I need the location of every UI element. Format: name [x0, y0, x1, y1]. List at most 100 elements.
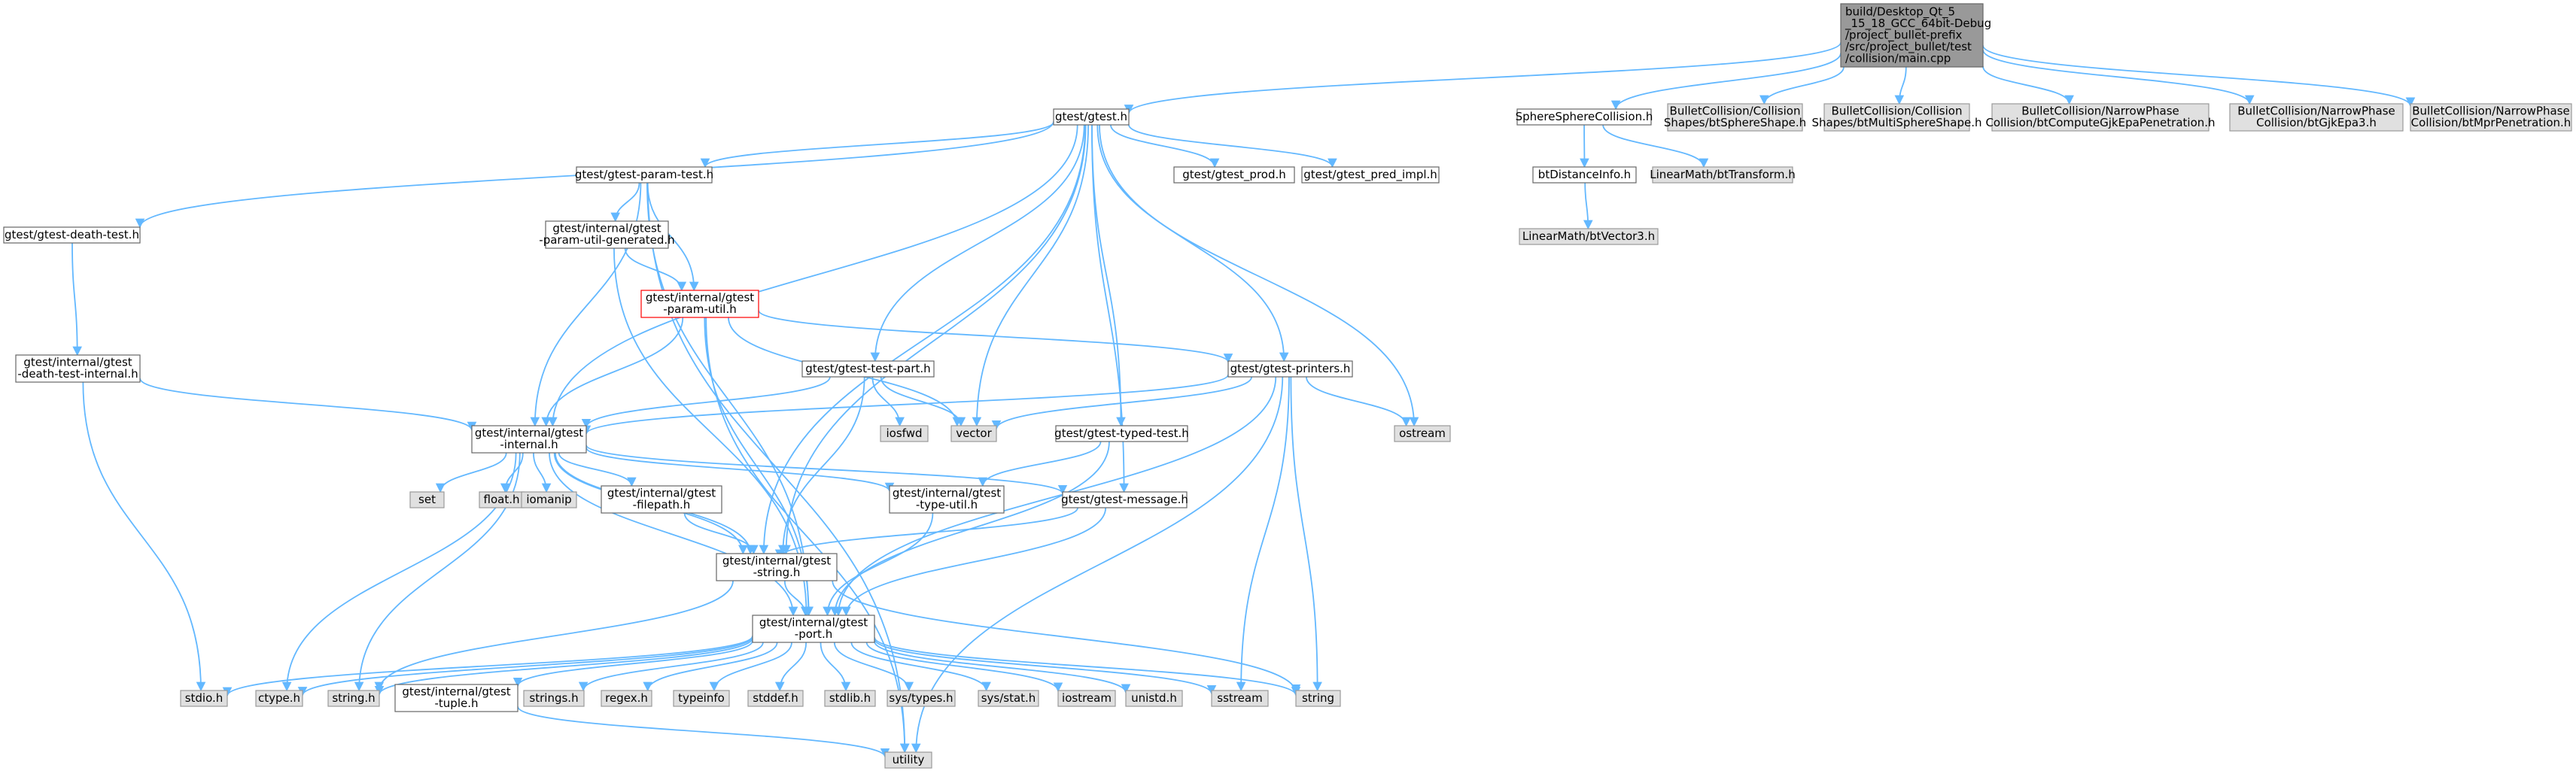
- node-stddef_h: stddef.h: [747, 690, 804, 707]
- edge-param_test-to-utility: [646, 182, 910, 754]
- edge-port-to-ctype_h: [297, 636, 753, 697]
- node-test_part-label-line-0: gtest/gtest-test-part.h: [805, 362, 930, 375]
- node-systypes-label-line-0: sys/types.h: [889, 691, 953, 705]
- edge-param_util-to-internal: [541, 317, 684, 427]
- node-strings_h-box: [523, 690, 585, 707]
- node-typeinfo: typeinfo: [673, 690, 730, 707]
- node-istring[interactable]: gtest/internal/gtest-string.h: [716, 553, 838, 581]
- node-btgjkepapen: BulletCollision/NarrowPhaseCollision/btC…: [1985, 103, 2216, 132]
- node-internal[interactable]: gtest/internal/gtest-internal.h: [471, 425, 587, 454]
- node-btgjkepapen-label-line-0: BulletCollision/NarrowPhase: [2021, 105, 2179, 118]
- node-gtest_h[interactable]: gtest/gtest.h: [1053, 108, 1130, 126]
- node-btmultisphere-box: [1823, 103, 1970, 132]
- node-param_util-label-line-1: -param-util.h: [663, 302, 737, 316]
- edge-gtest_h-to-internal: [548, 124, 1078, 427]
- node-unistd_h-label-line-0: unistd.h: [1131, 691, 1177, 705]
- edge-test_part-to-internal: [581, 376, 831, 429]
- node-ctype_h-box: [255, 690, 303, 707]
- edge-printers-to-string: [1290, 376, 1322, 692]
- node-spheresphere[interactable]: SphereSphereCollision.h: [1516, 108, 1653, 126]
- edge-param_util_gen-to-param_util: [624, 247, 687, 292]
- node-ctype_h-label-line-0: ctype.h: [258, 691, 300, 705]
- node-strings_h: strings.h: [523, 690, 585, 707]
- node-param_util[interactable]: gtest/internal/gtest-param-util.h: [640, 290, 759, 318]
- edge-port-to-stdlib_h: [820, 642, 851, 692]
- node-iomanip: iomanip: [521, 491, 577, 508]
- edge-gtest_h-to-gtest_prod: [1110, 124, 1220, 168]
- node-sstream-label-line-0: sstream: [1217, 691, 1262, 705]
- node-gtest_prod[interactable]: gtest/gtest_prod.h: [1173, 166, 1295, 184]
- node-type_util[interactable]: gtest/internal/gtest-type-util.h: [889, 485, 1005, 514]
- node-death_internal-label-line-0: gtest/internal/gtest: [23, 356, 132, 369]
- node-death_test[interactable]: gtest/gtest-death-test.h: [3, 226, 141, 244]
- node-btgjkepa3-label-line-0: BulletCollision/NarrowPhase: [2237, 105, 2395, 118]
- edge-port-to-stddef_h: [774, 642, 807, 692]
- node-stdio_h-label-line-0: stdio.h: [185, 691, 224, 705]
- edge-spheresphere-to-bttransform: [1602, 124, 1709, 168]
- edge-printers-to-sstream: [1236, 376, 1290, 692]
- node-root-label-line-1: _15_18_GCC_64bit-Debug: [1845, 17, 1991, 31]
- node-string: string: [1295, 690, 1341, 707]
- edge-port-to-tuple: [512, 640, 753, 687]
- node-printers-label-line-0: gtest/gtest-printers.h: [1230, 362, 1351, 375]
- edge-port-to-sstream: [874, 638, 1217, 695]
- node-filepath-label-line-0: gtest/internal/gtest: [607, 487, 716, 500]
- node-btgjkepa3: BulletCollision/NarrowPhaseCollision/btG…: [2229, 103, 2404, 132]
- edge-istring-to-port: [783, 580, 811, 617]
- node-filepath-label-line-1: -filepath.h: [633, 498, 691, 511]
- node-port[interactable]: gtest/internal/gtest-port.h: [752, 615, 875, 643]
- node-btsphereshape-label-line-0: BulletCollision/Collision: [1670, 105, 1801, 118]
- node-stdlib_h-box: [824, 690, 876, 707]
- node-param_test[interactable]: gtest/gtest-param-test.h: [575, 166, 713, 184]
- edge-test_part-to-iosfwd: [871, 376, 905, 427]
- edge-printers-to-vector: [991, 376, 1253, 430]
- node-port-label-line-0: gtest/internal/gtest: [759, 616, 868, 630]
- node-type_util-box: [889, 485, 1005, 514]
- edge-gtest_h-to-typed_test: [1091, 124, 1126, 427]
- node-ostream-box: [1394, 425, 1451, 442]
- node-typed_test[interactable]: gtest/gtest-typed-test.h: [1054, 425, 1189, 442]
- edge-message-to-port: [841, 507, 1107, 617]
- node-death_test-box: [3, 226, 141, 244]
- edge-internal-to-ctype_h: [281, 452, 517, 692]
- node-btsphereshape-label-line-1: Shapes/btSphereShape.h: [1664, 116, 1806, 129]
- node-ostream: ostream: [1394, 425, 1451, 442]
- node-spheresphere-label-line-0: SphereSphereCollision.h: [1516, 110, 1653, 123]
- node-tuple[interactable]: gtest/internal/gtest-tuple.h: [394, 684, 519, 712]
- node-message[interactable]: gtest/gtest-message.h: [1061, 491, 1188, 508]
- node-iostream-label-line-0: iostream: [1062, 691, 1112, 705]
- edge-death_test-to-death_internal: [71, 242, 82, 357]
- node-root-label-line-0: build/Desktop_Qt_5: [1845, 5, 1955, 19]
- node-root-label-line-4: /collision/main.cpp: [1845, 51, 1951, 65]
- node-string_h-box: [327, 690, 380, 707]
- node-death_internal[interactable]: gtest/internal/gtest-death-test-internal…: [15, 354, 141, 383]
- node-sysstat-label-line-0: sys/stat.h: [981, 691, 1036, 705]
- edge-port-to-iostream: [865, 642, 1063, 693]
- node-internal-label-line-0: gtest/internal/gtest: [475, 426, 583, 440]
- node-filepath[interactable]: gtest/internal/gtest-filepath.h: [601, 485, 722, 514]
- node-param_test-label-line-0: gtest/gtest-param-test.h: [575, 168, 713, 181]
- node-btmultisphere-label-line-0: BulletCollision/Collision: [1832, 105, 1963, 118]
- edge-printers-to-port: [833, 376, 1277, 617]
- edge-gtest_h-to-istring: [781, 124, 1087, 555]
- node-utility-label-line-0: utility: [893, 753, 925, 766]
- node-port-label-line-1: -port.h: [795, 627, 832, 641]
- node-btvector3: LinearMath/btVector3.h: [1519, 228, 1659, 245]
- edge-port-to-sysstat: [850, 642, 991, 692]
- node-pred_impl[interactable]: gtest/gtest_pred_impl.h: [1301, 166, 1440, 184]
- node-param_util_gen-box: [545, 220, 669, 249]
- node-param_util-label-line-0: gtest/internal/gtest: [646, 291, 754, 305]
- node-btdistance[interactable]: btDistanceInfo.h: [1532, 166, 1637, 184]
- node-gtest_h-label-line-0: gtest/gtest.h: [1055, 110, 1127, 123]
- edge-test_part-to-istring: [778, 376, 865, 555]
- node-btdistance-label-line-0: btDistanceInfo.h: [1538, 168, 1631, 181]
- edge-death_internal-to-internal: [139, 378, 477, 432]
- node-root[interactable]: build/Desktop_Qt_5_15_18_GCC_64bit-Debug…: [1840, 3, 1991, 68]
- node-string_h: string.h: [327, 690, 380, 707]
- node-printers[interactable]: gtest/gtest-printers.h: [1227, 360, 1353, 378]
- edge-param_test-to-param_util_gen: [610, 182, 640, 223]
- node-btmpr: BulletCollision/NarrowPhaseCollision/btM…: [2410, 103, 2572, 132]
- node-test_part[interactable]: gtest/gtest-test-part.h: [801, 360, 935, 378]
- node-ctype_h: ctype.h: [255, 690, 303, 707]
- node-param_util_gen[interactable]: gtest/internal/gtest-param-util-generate…: [539, 220, 675, 249]
